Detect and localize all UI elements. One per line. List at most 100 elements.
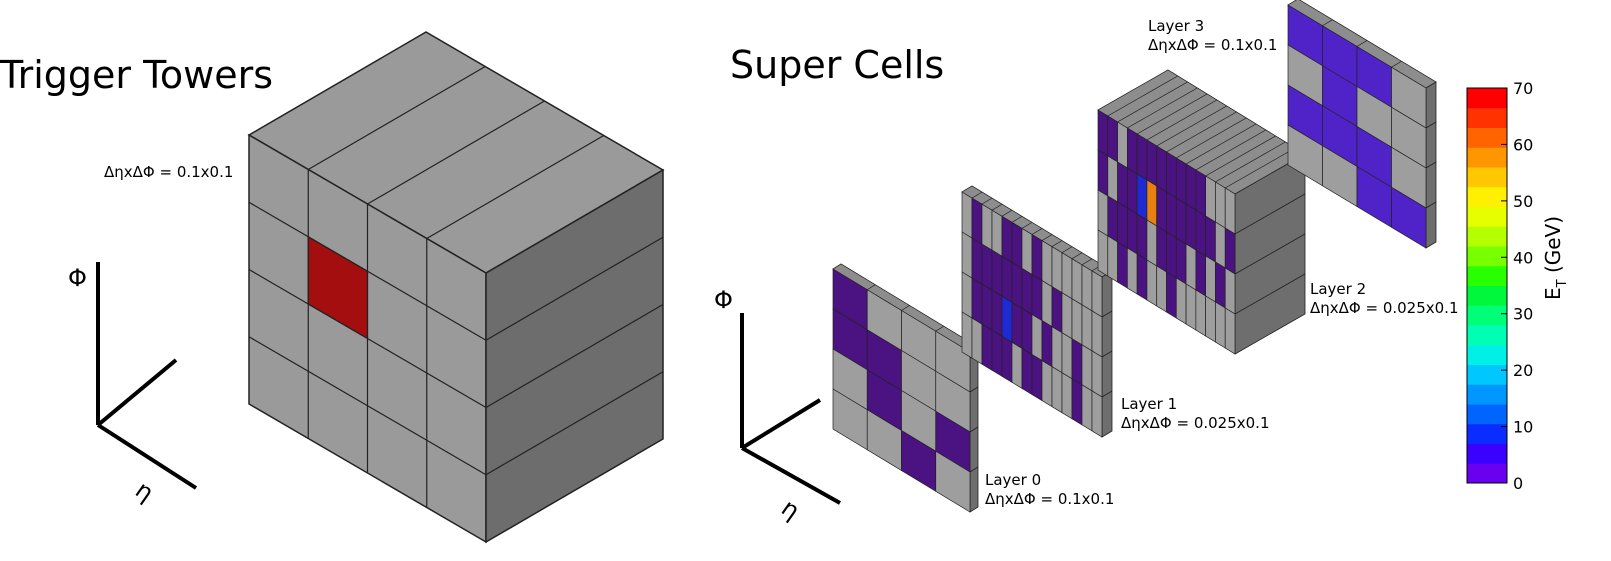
super-cell [1081, 304, 1093, 352]
layer-side-line [969, 466, 979, 473]
layer-side-line [1101, 390, 1113, 398]
super-cell [991, 249, 1003, 297]
super-cell [1205, 255, 1216, 303]
layer1-granularity: ΔηxΔΦ = 0.025x0.1 [1121, 414, 1270, 432]
super-cell [1051, 366, 1063, 414]
layer1-name: Layer 1 [1121, 395, 1177, 413]
right-phi-label: Φ [714, 286, 733, 314]
layer-0 [832, 263, 979, 513]
colorbar-swatch [1467, 364, 1507, 385]
super-cell [1041, 279, 1053, 328]
super-cell [1011, 221, 1023, 270]
layer3-granularity: ΔηxΔΦ = 0.1x0.1 [1148, 36, 1277, 54]
super-cell [1117, 201, 1128, 249]
super-cell [1166, 151, 1177, 199]
super-cell [1185, 203, 1197, 251]
colorbar-swatch [1467, 167, 1507, 188]
super-cell [1127, 207, 1138, 255]
colorbar-tick-label: 30 [1513, 305, 1533, 324]
colorbar-tick-label: 20 [1513, 361, 1533, 380]
colorbar-tick-label: 60 [1513, 135, 1533, 154]
colorbar-swatch [1467, 463, 1507, 484]
super-cell [1136, 253, 1148, 301]
super-cell [1107, 155, 1118, 203]
layer-side-line [1425, 121, 1437, 129]
cube-grid-line [426, 134, 605, 240]
layer-side-line [1425, 161, 1437, 169]
layer0-granularity: ΔηxΔΦ = 0.1x0.1 [985, 490, 1114, 508]
cube-grid-line [248, 336, 487, 476]
super-cell [1185, 283, 1197, 331]
right-eta-label: η [776, 494, 805, 526]
super-cell [1185, 243, 1197, 291]
colorbar-title: ET (GeV) [1541, 216, 1570, 300]
super-cell [1097, 149, 1109, 197]
super-cell [1041, 359, 1053, 408]
colorbar-swatch [1467, 107, 1507, 128]
layer0-name: Layer 0 [985, 471, 1041, 489]
super-cell [1107, 115, 1118, 163]
layer-side-line [1234, 273, 1306, 315]
super-cell [1097, 189, 1109, 237]
super-cell [1146, 139, 1158, 187]
colorbar-swatch [1467, 443, 1507, 464]
super-cell [1031, 313, 1043, 362]
colorbar-swatch [1467, 88, 1507, 109]
colorbar-tick-label: 10 [1513, 418, 1533, 437]
colorbar-swatch [1467, 285, 1507, 306]
super-cell [1071, 378, 1083, 426]
super-cell [1215, 221, 1226, 269]
left-eta-label: η [130, 476, 159, 508]
layer-side-line [969, 426, 979, 433]
super-cell [981, 203, 993, 251]
super-cell [1061, 372, 1073, 420]
super-cell [1156, 225, 1167, 273]
super-cell [1136, 133, 1148, 181]
super-cell [961, 231, 973, 279]
super-cell [1051, 286, 1063, 334]
super-cell [1146, 179, 1158, 227]
super-cell [1107, 235, 1118, 283]
layer3-name: Layer 3 [1148, 17, 1204, 35]
super-cell [1091, 350, 1103, 398]
super-cell [1011, 301, 1023, 350]
colorbar-swatch [1467, 404, 1507, 425]
super-cell [1175, 237, 1187, 285]
super-cell [1166, 271, 1177, 319]
colorbar-swatch [1467, 127, 1507, 148]
super-cell [971, 237, 983, 285]
super-cell [1127, 167, 1138, 215]
layer-1 [961, 185, 1113, 438]
super-cell [1021, 307, 1033, 356]
super-cell [1391, 186, 1427, 249]
super-cell [1051, 246, 1063, 294]
super-cell [1091, 310, 1103, 358]
colorbar-frame [1466, 87, 1508, 484]
super-cell [1001, 335, 1013, 383]
layer-side-line [1234, 233, 1306, 275]
super-cell [1107, 195, 1118, 243]
super-cell [1061, 332, 1073, 380]
super-cell [971, 197, 983, 245]
super-cell [1205, 175, 1216, 223]
right-axes [740, 313, 841, 505]
super-cell [1081, 264, 1093, 312]
super-cell [1031, 233, 1043, 282]
super-cell [1156, 185, 1167, 233]
super-cell [1097, 109, 1109, 157]
colorbar-swatch [1467, 147, 1507, 168]
cube-grid-line [248, 268, 487, 409]
super-cell [1021, 267, 1033, 316]
super-cell [1041, 319, 1053, 368]
super-cell [1031, 353, 1043, 402]
super-cell [1166, 231, 1177, 279]
super-cell [1001, 215, 1013, 263]
super-cell [1031, 273, 1043, 322]
super-cell [1146, 219, 1158, 267]
super-cell [991, 289, 1003, 337]
super-cell [1011, 341, 1023, 390]
super-cell [1195, 249, 1206, 297]
super-cell [991, 209, 1003, 257]
